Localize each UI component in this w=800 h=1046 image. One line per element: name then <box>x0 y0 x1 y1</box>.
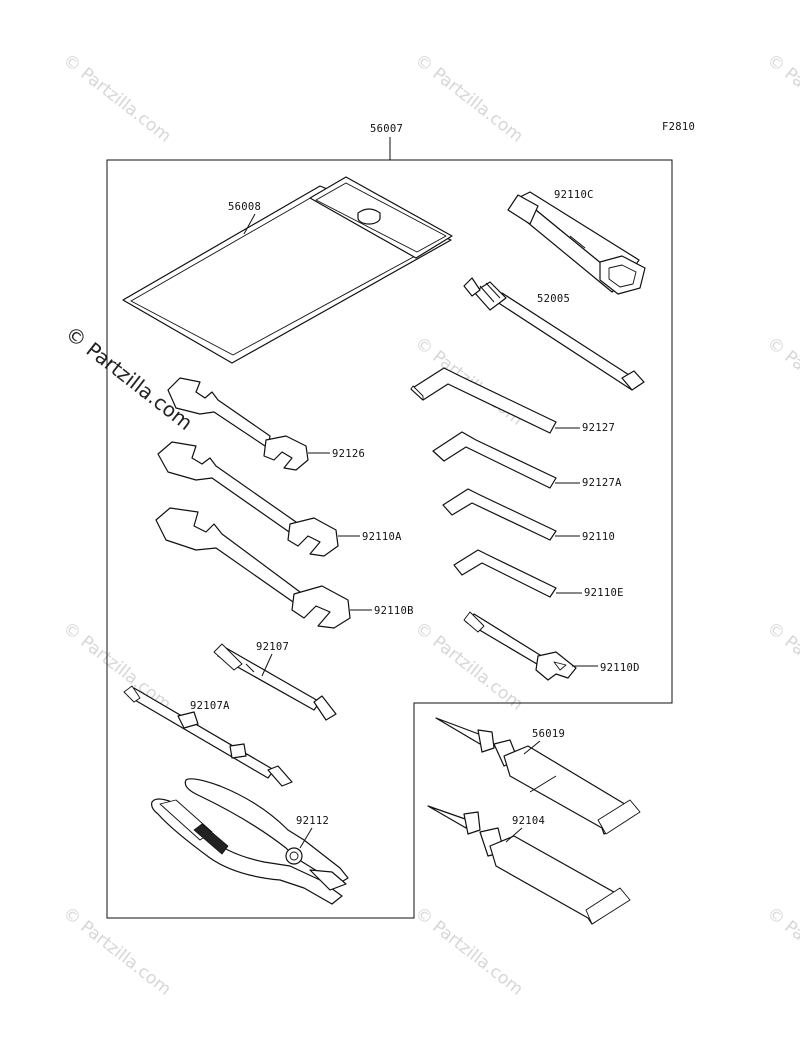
figure-code: F2810 <box>662 121 695 133</box>
hex-key-92110 <box>442 488 557 541</box>
label-92127: 92127 <box>582 422 615 434</box>
watermark-tile: © Partzilla.com <box>411 618 527 715</box>
watermark-tile: © Partzilla.com <box>59 50 175 147</box>
label-92110: 92110 <box>582 531 615 543</box>
screwdriver-92107A <box>123 685 293 787</box>
label-56019: 56019 <box>532 728 565 740</box>
label-92107A: 92107A <box>190 700 230 712</box>
label-56007: 56007 <box>370 123 403 135</box>
wrench-92110D <box>463 611 577 681</box>
label-52005: 52005 <box>537 293 570 305</box>
label-92110E: 92110E <box>584 587 624 599</box>
tool-bar-52005 <box>463 277 645 391</box>
label-92107: 92107 <box>256 641 289 653</box>
screwdriver-92107 <box>213 643 337 721</box>
watermark-tile: © Partzilla.com <box>763 333 800 430</box>
pliers-92112 <box>151 778 349 905</box>
wrench-92126 <box>167 377 309 471</box>
watermark-tile: © Partzilla.com <box>763 50 800 147</box>
hex-key-92127A <box>432 431 557 489</box>
watermark-main: © Partzilla.com <box>61 321 197 435</box>
label-92110A: 92110A <box>362 531 402 543</box>
grease-tube-56019 <box>435 717 641 835</box>
hex-key-92110E <box>453 549 557 598</box>
watermark-tile: © Partzilla.com <box>763 903 800 1000</box>
hex-key-92127 <box>410 367 557 434</box>
tool-pouch-56008 <box>122 176 453 364</box>
label-92110D: 92110D <box>600 662 640 674</box>
label-92110C: 92110C <box>554 189 594 201</box>
label-92110B: 92110B <box>374 605 414 617</box>
watermark-tile: © Partzilla.com <box>411 50 527 147</box>
label-56008: 56008 <box>228 201 261 213</box>
watermark-tile: © Partzilla.com <box>763 618 800 715</box>
wrench-92110B <box>155 507 351 629</box>
watermark-tile: © Partzilla.com <box>411 903 527 1000</box>
box-wrench-92110C <box>507 191 646 295</box>
label-92112: 92112 <box>296 815 329 827</box>
wrench-92110A <box>157 441 339 557</box>
label-92127A: 92127A <box>582 477 622 489</box>
assembly-frame <box>106 159 673 919</box>
label-92126: 92126 <box>332 448 365 460</box>
label-92104: 92104 <box>512 815 545 827</box>
watermark-tile: © Partzilla.com <box>59 618 175 715</box>
grease-tube-92104 <box>427 805 631 925</box>
